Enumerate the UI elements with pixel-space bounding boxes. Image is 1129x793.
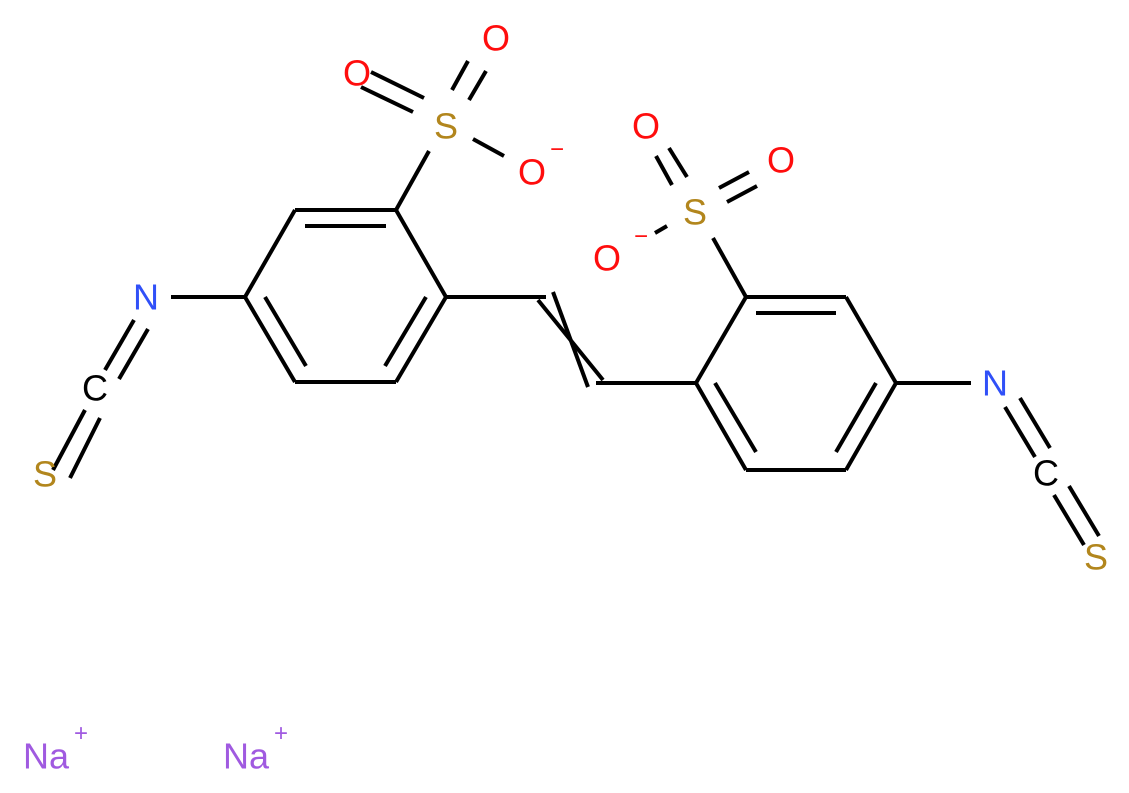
carbon-atom: C xyxy=(82,368,108,409)
negative-charge: − xyxy=(634,223,648,250)
oxygen-atom: O xyxy=(632,106,660,147)
sulfur-atom: S xyxy=(683,192,707,233)
oxygen-anion-atom: O xyxy=(593,238,621,279)
left-sulfonate-group: S O O O − xyxy=(343,18,564,211)
sulfur-atom: S xyxy=(33,454,57,495)
left-benzene-ring xyxy=(243,208,448,384)
sodium-ion-2: Na + xyxy=(223,720,288,777)
carbon-atom: C xyxy=(1033,453,1059,494)
vinyl-linker xyxy=(446,291,696,388)
sodium-ion-1: Na + xyxy=(23,720,88,777)
nitrogen-atom: N xyxy=(133,277,159,318)
sulfur-atom: S xyxy=(434,106,458,147)
nitrogen-atom: N xyxy=(982,363,1008,404)
oxygen-anion-atom: O xyxy=(518,152,546,193)
right-isothiocyanate-group: N C S xyxy=(896,363,1108,578)
sodium-atom: Na xyxy=(23,736,70,777)
oxygen-atom: O xyxy=(767,140,795,181)
oxygen-atom: O xyxy=(343,53,371,94)
sodium-atom: Na xyxy=(223,736,270,777)
sulfur-atom: S xyxy=(1084,537,1108,578)
right-sulfonate-group: S O O O − xyxy=(593,106,795,298)
left-isothiocyanate-group: N C S xyxy=(33,277,245,495)
negative-charge: − xyxy=(550,136,564,163)
oxygen-atom: O xyxy=(482,18,510,59)
positive-charge: + xyxy=(274,720,288,747)
right-benzene-ring xyxy=(694,295,898,472)
positive-charge: + xyxy=(74,720,88,747)
